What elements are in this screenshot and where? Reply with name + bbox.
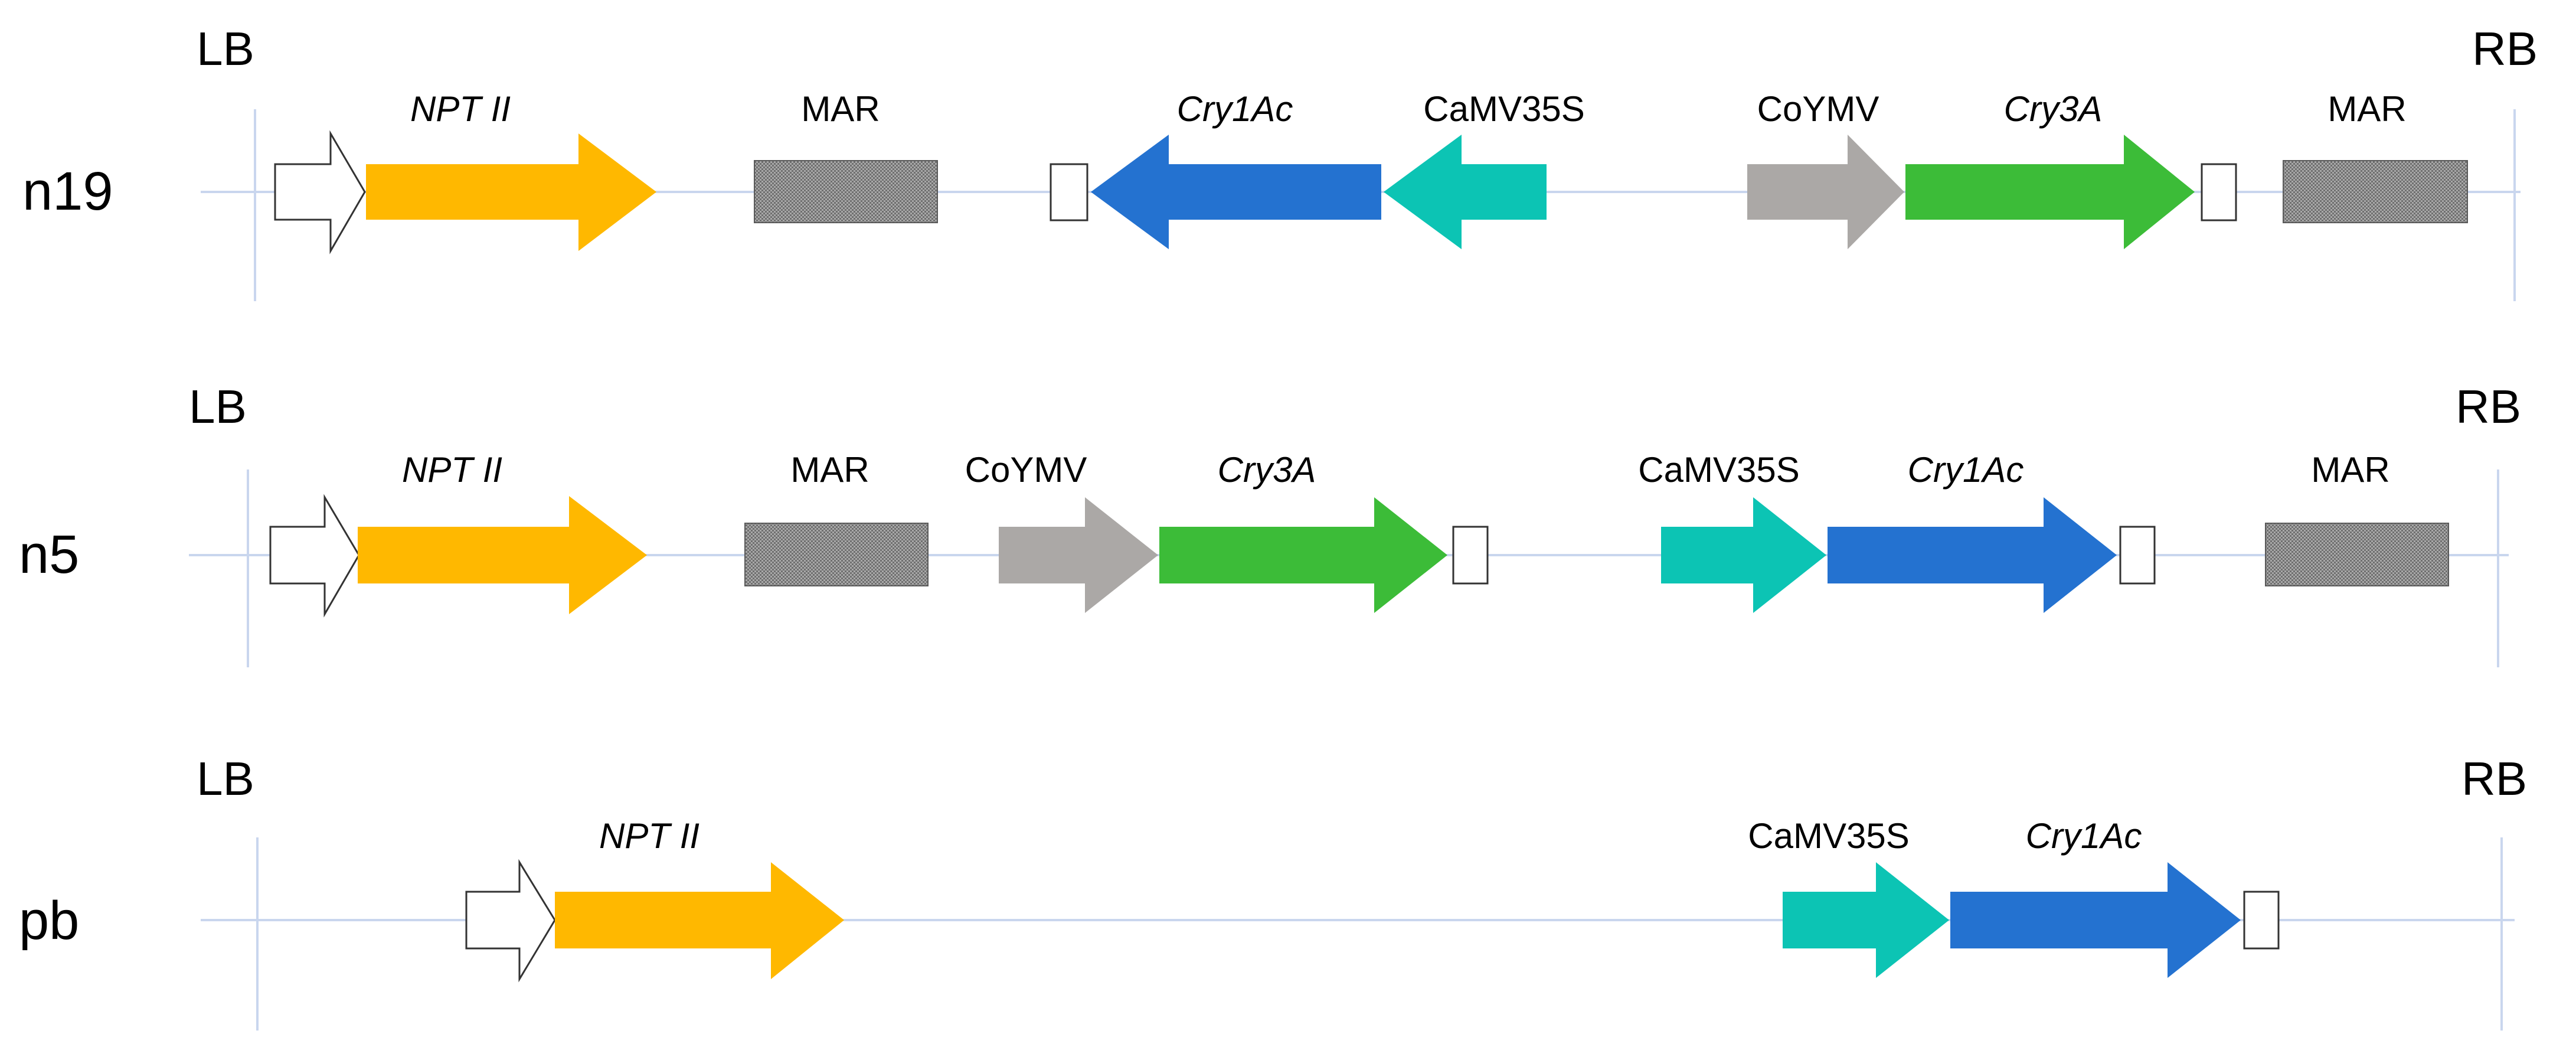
hatched-box-icon: [754, 160, 938, 223]
pb-npt-ii-label: NPT II: [599, 816, 699, 856]
n5-cry1ac-label: Cry1Ac: [1908, 450, 2024, 490]
npt-ii-arrow: [555, 862, 844, 979]
pb-construct-label: pb: [19, 891, 79, 951]
cry1ac-arrow: [1828, 497, 2117, 613]
n19-mar-label-1: MAR: [801, 89, 880, 129]
pb-left-border-label: LB: [197, 752, 254, 805]
terminator-box-icon: [1452, 526, 1489, 585]
construct-n19: n19 LB RB NPT II MAR Cry1Ac CaMV35S CoYM…: [22, 22, 2538, 301]
n5-coymv-label: CoYMV: [965, 450, 1087, 490]
pb-right-border-label: RB: [2461, 752, 2527, 805]
n5-cry3a-label: Cry3A: [1218, 450, 1316, 490]
coymv-promoter-arrow: [999, 497, 1158, 613]
n5-camv35s-label: CaMV35S: [1638, 450, 1799, 490]
n19-camv35s-label: CaMV35S: [1423, 89, 1584, 129]
n5-left-border-label: LB: [189, 380, 247, 433]
terminator-box-icon: [1050, 163, 1088, 221]
camv35s-promoter-arrow: [1384, 135, 1547, 249]
open-arrow-icon: [274, 130, 366, 255]
open-arrow-icon: [465, 859, 556, 983]
n19-left-border-label: LB: [197, 22, 254, 75]
construct-n5: n5 LB RB NPT II MAR CoYMV Cry3A CaMV35S …: [19, 380, 2521, 667]
n5-right-border-label: RB: [2456, 380, 2521, 433]
coymv-promoter-arrow: [1747, 135, 1904, 249]
construct-pb: pb LB RB NPT II CaMV35S Cry1Ac: [19, 752, 2527, 1031]
npt-ii-arrow: [366, 133, 656, 251]
n19-construct-label: n19: [22, 161, 113, 221]
n5-construct-label: n5: [19, 524, 79, 585]
n5-mar-label-2: MAR: [2311, 450, 2389, 490]
n19-mar-label-2: MAR: [2327, 89, 2406, 129]
cry3a-arrow: [1905, 135, 2195, 249]
n19-coymv-label: CoYMV: [1757, 89, 1879, 129]
cry3a-arrow: [1159, 497, 1447, 613]
hatched-box-icon: [2283, 160, 2468, 223]
hatched-box-icon: [744, 523, 929, 586]
pb-camv35s-label: CaMV35S: [1748, 816, 1909, 856]
n19-cry3a-label: Cry3A: [2004, 89, 2103, 129]
npt-ii-arrow: [358, 496, 647, 614]
camv35s-promoter-arrow: [1783, 862, 1949, 978]
terminator-box-icon: [2243, 891, 2280, 950]
open-arrow-icon: [269, 494, 360, 618]
cry1ac-arrow: [1091, 135, 1381, 249]
n5-mar-label-1: MAR: [790, 450, 869, 490]
cry1ac-arrow: [1950, 862, 2241, 978]
camv35s-promoter-arrow: [1661, 497, 1826, 613]
n19-npt-ii-label: NPT II: [410, 89, 511, 129]
n19-right-border-label: RB: [2472, 22, 2538, 75]
hatched-box-icon: [2265, 523, 2449, 586]
pb-cry1ac-label: Cry1Ac: [2026, 816, 2142, 856]
terminator-box-icon: [2201, 163, 2237, 221]
n19-cry1ac-label: Cry1Ac: [1177, 89, 1293, 129]
n5-npt-ii-label: NPT II: [402, 450, 502, 490]
terminator-box-icon: [2119, 526, 2156, 585]
